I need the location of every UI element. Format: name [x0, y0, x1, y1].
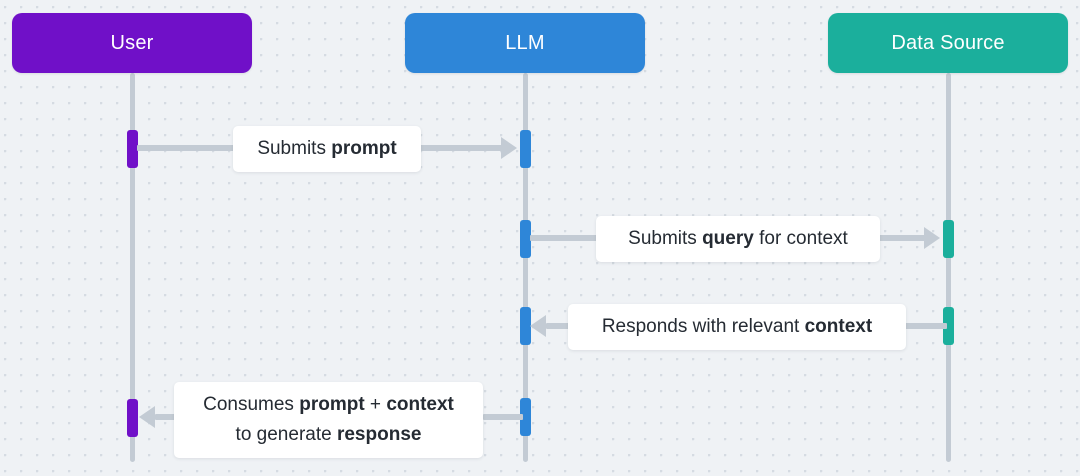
activation-bar-llm-3: [520, 307, 531, 345]
message-2-arrowhead: [924, 227, 940, 249]
activation-bar-user-2: [127, 399, 138, 437]
participant-user-label: User: [110, 31, 154, 54]
message-1-arrowhead: [501, 137, 517, 159]
lifeline-data-source: [946, 73, 951, 462]
message-4-arrowhead: [139, 406, 155, 428]
participant-data-source[interactable]: Data Source: [828, 13, 1068, 73]
lifeline-llm: [523, 73, 528, 462]
message-1-label[interactable]: Submits prompt: [233, 126, 421, 172]
participant-llm[interactable]: LLM: [405, 13, 645, 73]
activation-bar-data-source-1: [943, 220, 954, 258]
message-3-line-right: [905, 323, 947, 329]
participant-llm-label: LLM: [505, 31, 545, 54]
activation-bar-user-1: [127, 130, 138, 168]
message-4-line-right: [483, 414, 523, 420]
message-1-line-left: [137, 145, 235, 151]
message-4-line-left: [155, 414, 175, 420]
message-3-label[interactable]: Responds with relevant context: [568, 304, 906, 350]
message-2-line-right: [878, 235, 930, 241]
participant-user[interactable]: User: [12, 13, 252, 73]
message-2-line-1: Submits query for context: [628, 228, 848, 249]
message-3-line-left: [546, 323, 570, 329]
activation-bar-llm-1: [520, 130, 531, 168]
message-3-arrowhead: [530, 315, 546, 337]
message-1-line-1: Submits prompt: [257, 138, 397, 159]
message-2-line-left: [530, 235, 598, 241]
message-4-line-2: to generate response: [235, 424, 422, 445]
activation-bar-llm-4: [520, 398, 531, 436]
activation-bar-llm-2: [520, 220, 531, 258]
message-4-line-1: Consumes prompt + context: [203, 394, 454, 415]
message-2-label[interactable]: Submits query for context: [596, 216, 880, 262]
message-3-line-1: Responds with relevant context: [601, 316, 873, 337]
message-4-label[interactable]: Consumes prompt + context to generate re…: [174, 382, 483, 458]
activation-bar-data-source-2: [943, 307, 954, 345]
participant-data-source-label: Data Source: [891, 31, 1005, 54]
lifeline-user: [130, 73, 135, 462]
message-1-line-right: [420, 145, 508, 151]
